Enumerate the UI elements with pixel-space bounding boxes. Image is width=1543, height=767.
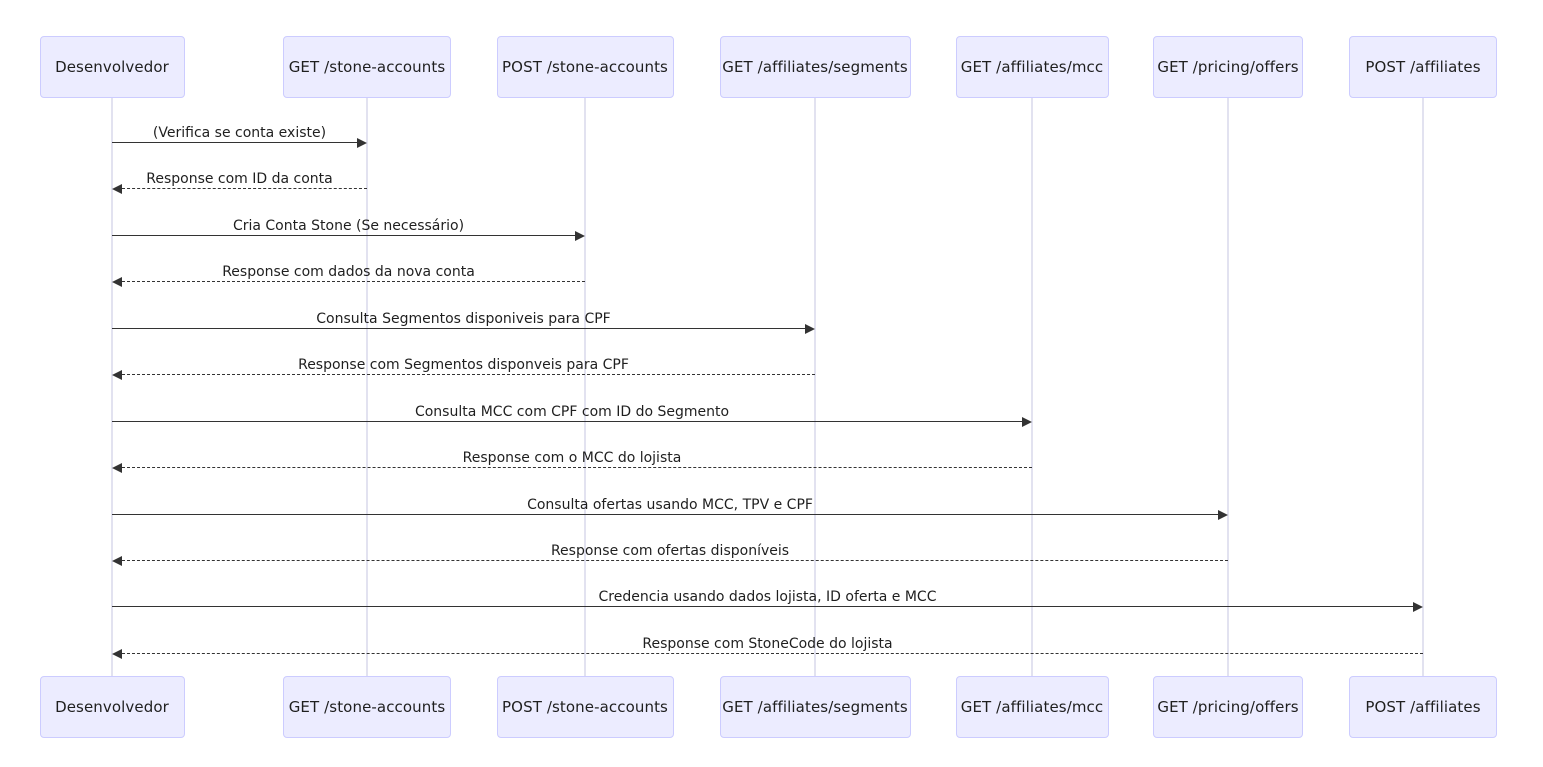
participant-label-desenvolvedor: Desenvolvedor	[55, 58, 169, 76]
participant-box-top-get-pricing-offers[interactable]: GET /pricing/offers	[1153, 36, 1303, 98]
message-arrowhead-7	[112, 463, 122, 473]
message-line-11	[122, 653, 1423, 654]
message-arrowhead-5	[112, 370, 122, 380]
message-label-3: Response com dados da nova conta	[222, 264, 475, 280]
participant-box-bottom-desenvolvedor[interactable]: Desenvolvedor	[39, 676, 185, 738]
participant-label-post-stone-accounts: POST /stone-accounts	[502, 698, 668, 716]
participant-box-top-get-affiliates-mcc[interactable]: GET /affiliates/mcc	[955, 36, 1109, 98]
message-line-9	[122, 560, 1228, 561]
participant-label-post-stone-accounts: POST /stone-accounts	[502, 58, 668, 76]
participant-box-top-post-affiliates[interactable]: POST /affiliates	[1349, 36, 1497, 98]
lifeline-post-stone-accounts	[584, 98, 586, 676]
message-line-7	[122, 467, 1032, 468]
message-line-0	[112, 142, 357, 143]
participant-box-bottom-get-affiliates-segments[interactable]: GET /affiliates/segments	[719, 676, 911, 738]
message-label-5: Response com Segmentos disponveis para C…	[298, 357, 629, 373]
message-line-5	[122, 374, 815, 375]
message-label-11: Response com StoneCode do lojista	[642, 636, 893, 652]
participant-label-get-affiliates-mcc: GET /affiliates/mcc	[960, 58, 1104, 76]
participant-box-bottom-get-affiliates-mcc[interactable]: GET /affiliates/mcc	[955, 676, 1109, 738]
participant-label-post-affiliates: POST /affiliates	[1365, 698, 1481, 716]
participant-box-top-desenvolvedor[interactable]: Desenvolvedor	[39, 36, 185, 98]
message-label-10: Credencia usando dados lojista, ID ofert…	[598, 589, 937, 605]
message-line-10	[112, 606, 1413, 607]
participant-box-bottom-get-pricing-offers[interactable]: GET /pricing/offers	[1153, 676, 1303, 738]
message-arrowhead-4	[805, 324, 815, 334]
participant-box-top-post-stone-accounts[interactable]: POST /stone-accounts	[496, 36, 674, 98]
participant-label-get-affiliates-segments: GET /affiliates/segments	[722, 698, 908, 716]
message-line-2	[112, 235, 575, 236]
message-arrowhead-1	[112, 184, 122, 194]
message-label-8: Consulta ofertas usando MCC, TPV e CPF	[527, 497, 813, 513]
lifeline-get-affiliates-segments	[814, 98, 816, 676]
participant-label-get-pricing-offers: GET /pricing/offers	[1157, 698, 1299, 716]
participant-box-bottom-post-stone-accounts[interactable]: POST /stone-accounts	[496, 676, 674, 738]
participant-label-get-pricing-offers: GET /pricing/offers	[1157, 58, 1299, 76]
message-arrowhead-6	[1022, 417, 1032, 427]
participant-box-bottom-get-stone-accounts[interactable]: GET /stone-accounts	[283, 676, 451, 738]
lifeline-get-stone-accounts	[366, 98, 368, 676]
participant-label-get-stone-accounts: GET /stone-accounts	[288, 698, 446, 716]
message-line-6	[112, 421, 1022, 422]
message-arrowhead-11	[112, 649, 122, 659]
message-arrowhead-3	[112, 277, 122, 287]
participant-box-bottom-post-affiliates[interactable]: POST /affiliates	[1349, 676, 1497, 738]
participant-box-top-get-affiliates-segments[interactable]: GET /affiliates/segments	[719, 36, 911, 98]
message-label-1: Response com ID da conta	[146, 171, 333, 187]
participant-label-desenvolvedor: Desenvolvedor	[55, 698, 169, 716]
participant-label-get-affiliates-segments: GET /affiliates/segments	[722, 58, 908, 76]
participant-label-get-affiliates-mcc: GET /affiliates/mcc	[960, 698, 1104, 716]
message-line-1	[122, 188, 367, 189]
message-label-7: Response com o MCC do lojista	[462, 450, 682, 466]
lifeline-desenvolvedor	[111, 98, 113, 676]
message-arrowhead-0	[357, 138, 367, 148]
participant-label-get-stone-accounts: GET /stone-accounts	[288, 58, 446, 76]
lifeline-get-pricing-offers	[1227, 98, 1229, 676]
lifeline-post-affiliates	[1422, 98, 1424, 676]
participant-label-post-affiliates: POST /affiliates	[1365, 58, 1481, 76]
message-line-8	[112, 514, 1218, 515]
message-arrowhead-9	[112, 556, 122, 566]
message-arrowhead-10	[1413, 602, 1423, 612]
lifeline-get-affiliates-mcc	[1031, 98, 1033, 676]
message-label-2: Cria Conta Stone (Se necessário)	[232, 218, 465, 234]
participant-box-top-get-stone-accounts[interactable]: GET /stone-accounts	[283, 36, 451, 98]
message-label-0: (Verifica se conta existe)	[152, 125, 327, 141]
message-label-9: Response com ofertas disponíveis	[550, 543, 790, 559]
message-line-3	[122, 281, 585, 282]
message-arrowhead-8	[1218, 510, 1228, 520]
message-line-4	[112, 328, 805, 329]
message-arrowhead-2	[575, 231, 585, 241]
message-label-6: Consulta MCC com CPF com ID do Segmento	[414, 404, 730, 420]
message-label-4: Consulta Segmentos disponiveis para CPF	[316, 311, 611, 327]
